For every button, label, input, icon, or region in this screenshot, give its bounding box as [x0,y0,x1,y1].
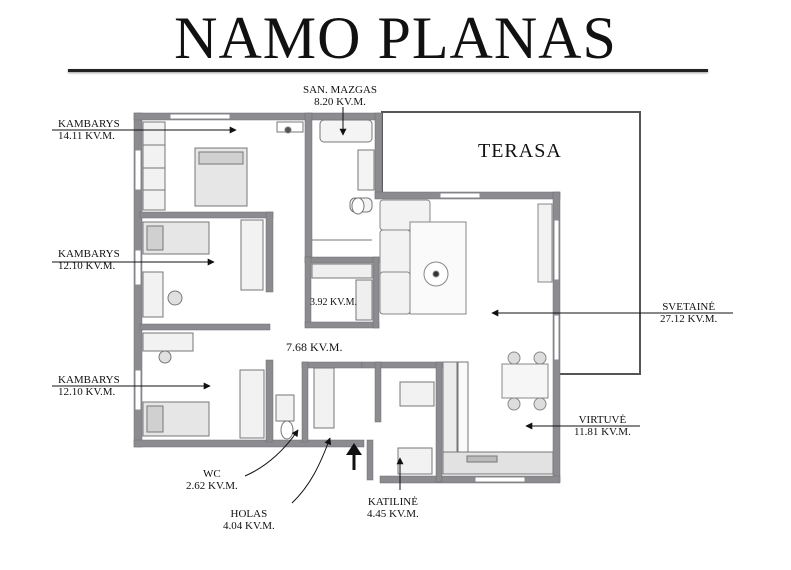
label-hall-area: 7.68 KV.M. [286,340,343,354]
kitchen-furniture [442,361,554,475]
service-fixtures [275,367,435,475]
bedroom2-furniture [142,219,264,318]
bedroom3-furniture [142,332,265,439]
entrance-arrow [346,443,362,470]
label-kambarys-1: KAMBARYS 14.11 KV.M. [58,118,120,142]
plan-title: NAMO PLANAS [174,5,617,71]
label-kambarys-2: KAMBARYS 12.10 KV.M. [58,248,120,272]
label-terasa: TERASA [478,140,562,162]
title-underline [68,69,708,72]
bedroom1-furniture [142,121,304,211]
label-svetaine: SVETAINĖ 27.12 KV.M. [660,301,718,325]
windows [134,113,560,483]
label-katiline: KATILINĖ 4.45 KV.M. [367,496,419,520]
living-furniture [379,199,553,411]
label-small-room-area: 3.92 KV.M. [310,297,358,308]
bathroom-fixtures [312,119,375,241]
label-holas: HOLAS 4.04 KV.M. [223,508,275,532]
small-room-shelves [311,263,373,321]
label-wc: WC 2.62 KV.M. [186,468,238,492]
label-kambarys-3: KAMBARYS 12.10 KV.M. [58,374,120,398]
label-virtuve: VIRTUVĖ 11.81 KV.M. [574,414,631,438]
label-san-mazgas: SAN. MAZGAS 8.20 KV.M. [303,84,377,108]
label-rules [52,129,733,427]
